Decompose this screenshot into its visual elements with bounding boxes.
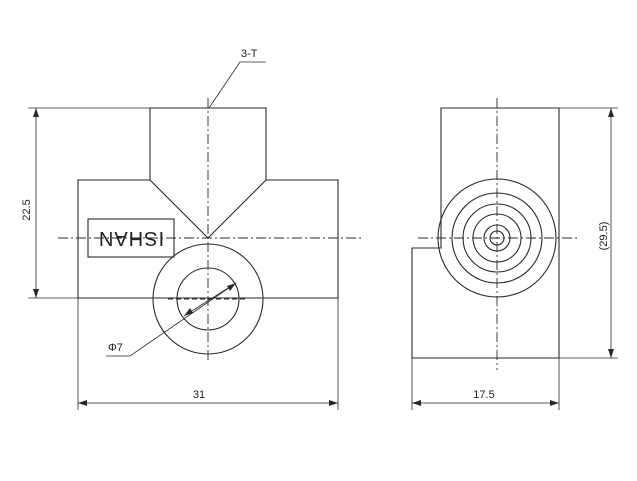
- height-arrow-top: [33, 108, 39, 117]
- brand-label: ISHAN: [98, 227, 164, 249]
- width-label: 31: [193, 389, 205, 401]
- width-arrow-right: [329, 400, 338, 406]
- callout-label: 3-T: [241, 48, 258, 60]
- side-view: (29.5) 17.5: [411, 98, 618, 410]
- height-label: 22.5: [21, 199, 33, 220]
- height-arrow-bottom: [33, 289, 39, 298]
- diameter-arrow-2: [184, 308, 193, 316]
- side-width-label: 17.5: [473, 389, 494, 401]
- front-view: ISHAN 3-T Φ7 22.5 31: [21, 48, 362, 410]
- diameter-label: Φ7: [108, 342, 123, 354]
- side-width-arrow-right: [550, 400, 559, 406]
- side-height-label: (29.5): [598, 222, 610, 251]
- diameter-leader: [106, 282, 237, 357]
- callout-leader: [208, 61, 266, 109]
- side-height-arrow-bottom: [608, 349, 614, 358]
- width-arrow-left: [78, 400, 87, 406]
- diameter-arrow-1: [227, 283, 236, 291]
- side-width-arrow-left: [412, 400, 421, 406]
- side-height-arrow-top: [608, 108, 614, 117]
- brand-label-box: [87, 218, 175, 258]
- diameter-line: [183, 282, 237, 317]
